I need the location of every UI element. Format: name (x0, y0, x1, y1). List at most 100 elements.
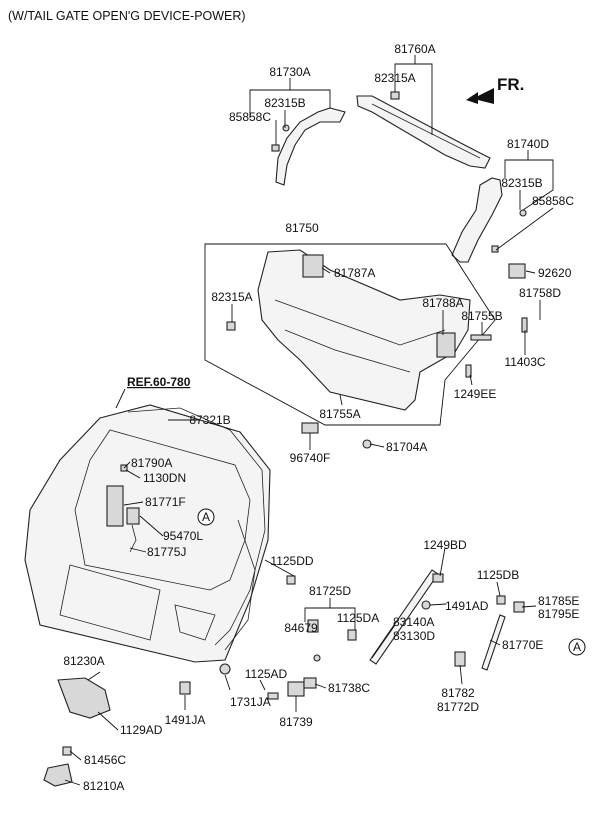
tailgate-inner-trim-part (257, 249, 471, 411)
part-label: 82315B (264, 96, 305, 110)
clip-part (282, 124, 290, 132)
part-label: 1249BD (423, 538, 467, 552)
part-label: 1249EE (454, 387, 497, 401)
part-label: 81758D (519, 286, 561, 300)
part-label: 1129AD (120, 723, 163, 737)
part-label: 83130D (393, 629, 435, 643)
part-label: 81790A (131, 456, 172, 470)
part-label: 1491AD (445, 599, 489, 613)
clip-part (313, 654, 321, 662)
part-label: 81755A (319, 407, 360, 421)
front-arrow-icon (466, 88, 494, 104)
tailgate-panel-part (24, 404, 271, 663)
part-label: 81770E (502, 638, 543, 652)
part-label: 82315B (501, 176, 542, 190)
part-labels: 81730A 82315B 85858C 81760A 82315A 81740… (63, 42, 579, 793)
bracket-part (287, 681, 305, 697)
bolt-part (286, 575, 296, 585)
part-label: 95470L (163, 529, 203, 543)
vent-grille-part (302, 254, 324, 278)
handle-part (470, 334, 492, 341)
part-label: 81730A (269, 65, 310, 79)
upper-trim-part (356, 95, 491, 169)
part-label: 87321B (189, 413, 230, 427)
clip-part (421, 600, 431, 610)
part-label: 83140A (393, 615, 434, 629)
part-label: 81771F (145, 495, 186, 509)
part-label: 81788A (422, 296, 463, 310)
vent-grille-part (436, 332, 456, 358)
fastener-part (271, 144, 280, 152)
part-label: 82315A (374, 71, 415, 85)
part-label: 81750 (285, 221, 319, 235)
reference-leader (115, 388, 126, 409)
part-label: 1125DB (477, 568, 519, 582)
part-label: 81230A (63, 654, 104, 668)
part-label: 96740F (290, 451, 331, 465)
callout-letter: A (573, 640, 581, 654)
part-label: 85858C (532, 194, 574, 208)
stopper-part (307, 619, 319, 633)
part-label: 81775J (147, 545, 186, 559)
bolt-part (432, 573, 444, 583)
sensor-part (454, 651, 466, 667)
part-label: 81210A (83, 779, 124, 793)
part-label: 81795E (538, 607, 579, 621)
grommet-part (219, 663, 231, 675)
part-label: 85858C (229, 110, 271, 124)
part-label: 11403C (504, 355, 545, 369)
bracket-part (303, 677, 317, 689)
right-pillar-trim-part (451, 177, 503, 263)
part-label: 81704A (386, 440, 427, 454)
part-label: 81739 (279, 715, 313, 729)
part-label: 1125DA (337, 611, 379, 625)
part-label: 81456C (84, 753, 126, 767)
latch-part (126, 507, 140, 525)
part-label: 81782 (441, 686, 475, 700)
part-label: 81785E (538, 594, 579, 608)
clip-part (390, 91, 400, 100)
clip-part (362, 439, 372, 449)
bolt-part (267, 692, 279, 700)
part-label: 1731JA (230, 695, 271, 709)
part-label: 81755B (461, 309, 502, 323)
clip-part (519, 209, 527, 217)
part-label: 81725D (309, 584, 351, 598)
part-label: 81740D (507, 137, 549, 151)
strut-part (481, 614, 506, 671)
bolt-part (496, 595, 506, 605)
stopper-part (179, 681, 191, 695)
bolt-part (521, 317, 528, 333)
pad-part (301, 422, 319, 434)
part-label: 1125DD (270, 554, 313, 568)
bolt-part (465, 364, 472, 378)
part-label: 81760A (394, 42, 435, 56)
part-label: 1125AD (245, 667, 288, 681)
leader-lines (64, 55, 554, 786)
reference-label: REF.60-780 (127, 375, 191, 389)
part-label: 81787A (334, 266, 375, 280)
latch-actuator-part (106, 485, 124, 527)
left-pillar-trim-part (275, 107, 346, 186)
clip-part (226, 321, 236, 331)
part-label: 81738C (328, 681, 370, 695)
switch-part (508, 263, 526, 279)
clip-part (62, 746, 72, 756)
diagram-title: (W/TAIL GATE OPEN'G DEVICE-POWER) (8, 9, 246, 23)
part-label: 81772D (437, 700, 479, 714)
part-label: 92620 (538, 266, 572, 280)
part-label: 82315A (211, 290, 252, 304)
part-label: 84679 (284, 621, 318, 635)
bracket-part (43, 763, 73, 787)
part-label: 1491JA (165, 713, 206, 727)
callout-circle (568, 638, 586, 656)
front-direction-label: FR. (497, 75, 524, 94)
motor-part (57, 677, 111, 719)
part-label: 1130DN (143, 471, 186, 485)
weatherstrip-part (127, 407, 266, 646)
bolt-part (347, 629, 357, 641)
front-direction-indicator: FR. (466, 75, 524, 104)
callout-letter: A (202, 510, 210, 524)
